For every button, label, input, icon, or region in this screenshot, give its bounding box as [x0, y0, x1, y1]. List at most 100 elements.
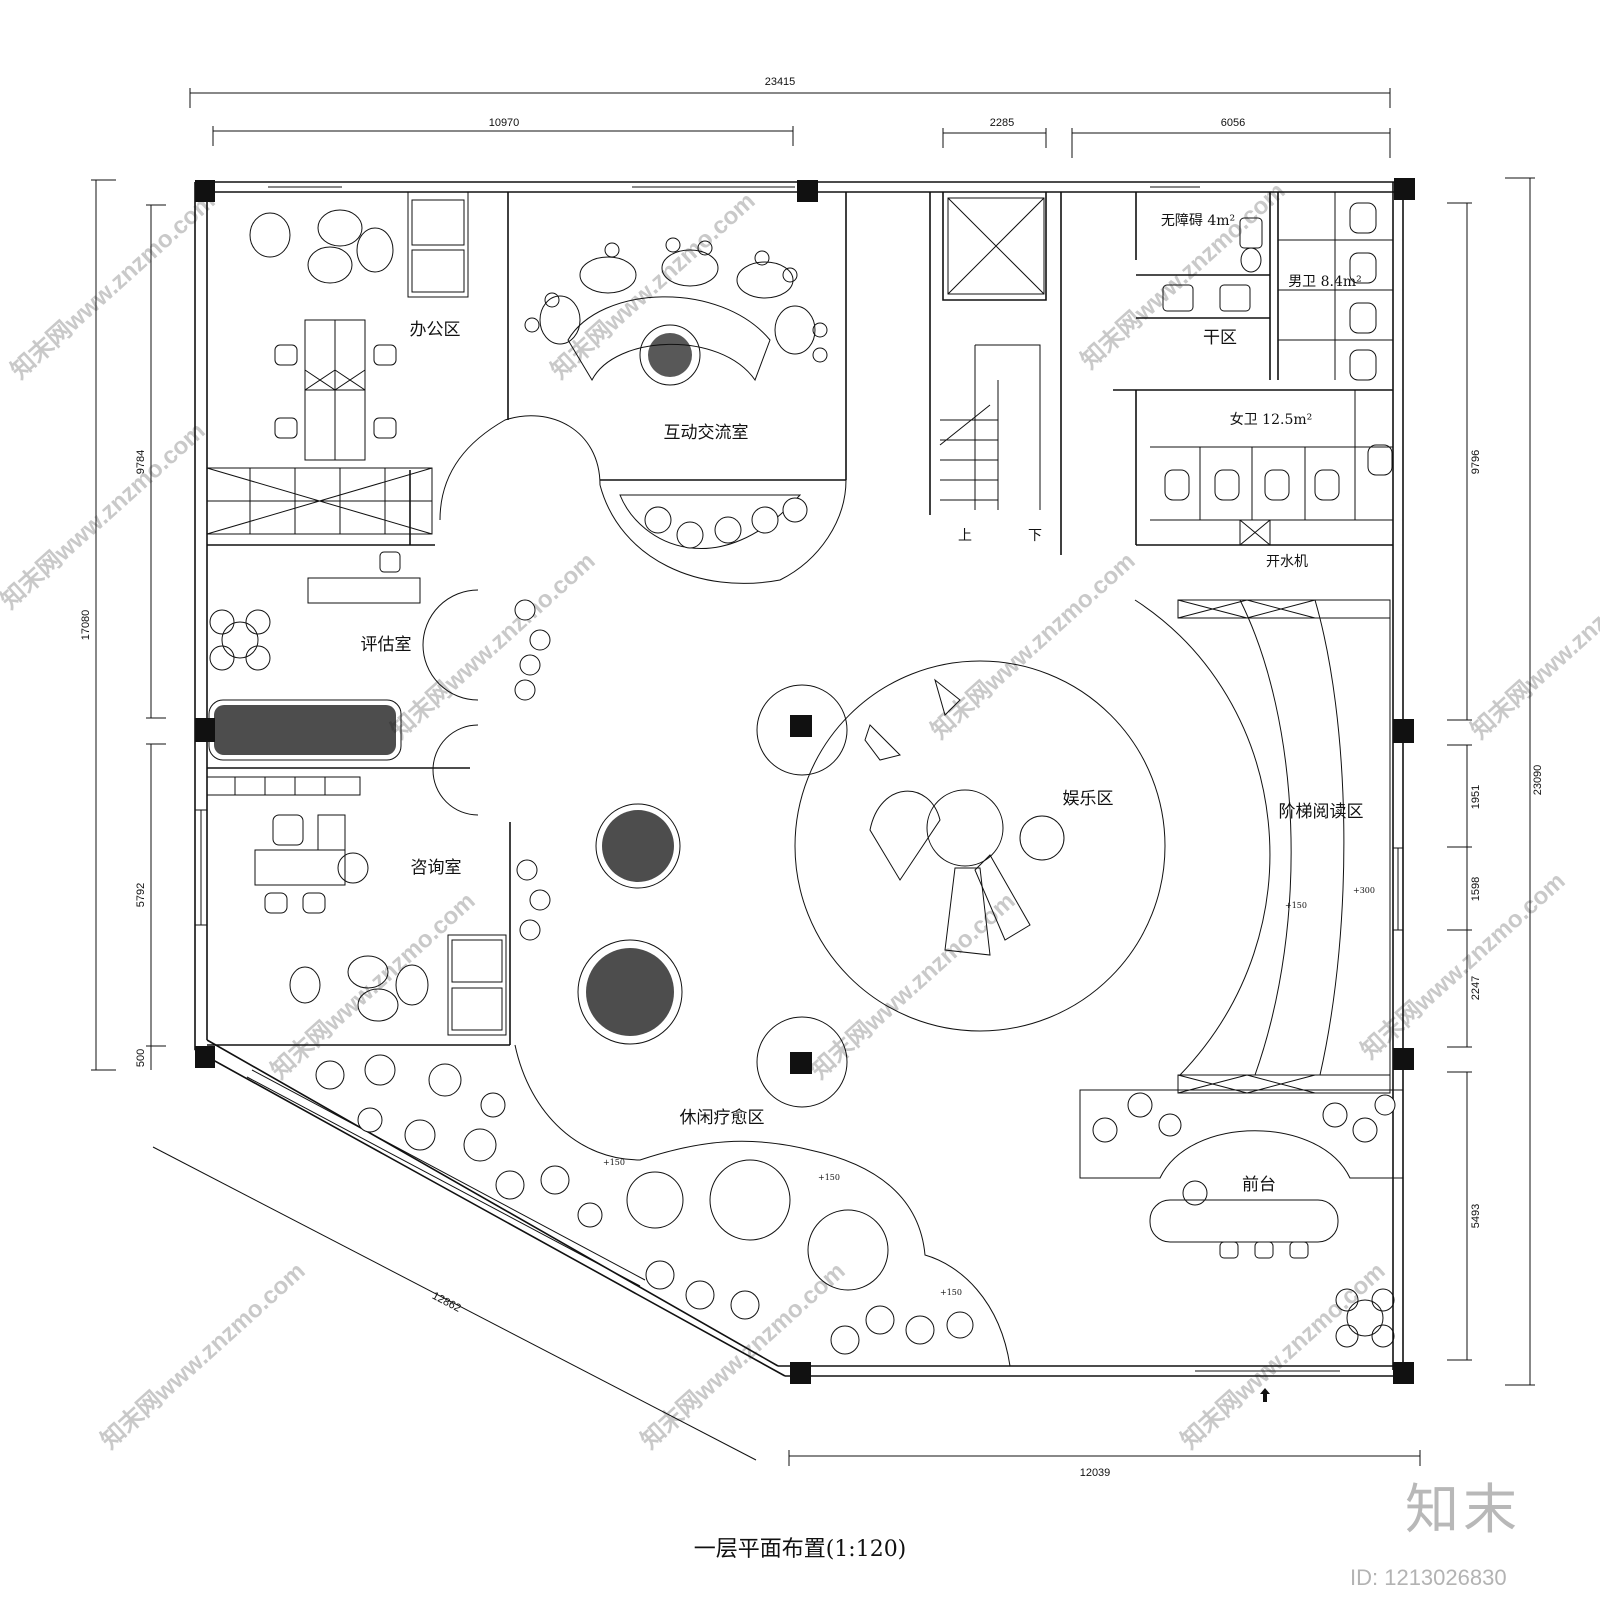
drawing-title: 一层平面布置(1:120): [693, 1537, 907, 1562]
level-mark: +300: [1353, 886, 1375, 895]
watermark-text: 知末网www.znzmo.com: [1466, 547, 1600, 744]
brand-mark: 知末: [1405, 1478, 1521, 1541]
room-label-womens-wc: 女卫 12.5m²: [1230, 411, 1313, 428]
stair-down-label: 下: [1028, 528, 1042, 544]
watermark-text: 知末网www.znzmo.com: [926, 547, 1141, 744]
toilet-icon: [1349, 202, 1377, 234]
chair-icon: [272, 814, 304, 846]
room-label-interaction: 互动交流室: [664, 423, 749, 443]
watermark-text: 知末网www.znzmo.com: [0, 417, 211, 614]
watermark-text: 知末网www.znzmo.com: [386, 547, 601, 744]
room-label-office: 办公区: [410, 320, 461, 340]
entrance-arrow-icon: [1260, 1388, 1270, 1402]
dim-bottom-right: 12039: [1080, 1467, 1111, 1479]
dimension-labels: 23415 10970 2285 6056 17080 9784 5792 50…: [80, 76, 1544, 1479]
chair-icon: [289, 966, 321, 1004]
chair-icon: [274, 417, 298, 439]
room-label-consultation: 咨询室: [411, 858, 462, 878]
chair-icon: [1289, 1241, 1309, 1259]
restroom-fixtures: [1162, 202, 1393, 546]
chair-icon: [209, 645, 235, 671]
planting: [315, 497, 1396, 1355]
column: [195, 718, 215, 742]
dim-top-right: 6056: [1221, 117, 1245, 129]
toilet-icon: [1349, 252, 1377, 284]
entertainment-zone: [577, 660, 1166, 1108]
toilet-icon: [1164, 469, 1190, 501]
column: [195, 1046, 215, 1068]
chair-icon: [379, 551, 401, 573]
sofa-icon: [451, 987, 503, 1031]
stair-reading-area: [1134, 599, 1391, 1094]
level-mark: +150: [603, 1158, 625, 1167]
room-label-evaluation: 评估室: [361, 635, 412, 655]
dim-right-a: 1951: [1470, 785, 1482, 809]
level-mark: +150: [940, 1288, 962, 1297]
room-label-mens-wc: 男卫 8.4m²: [1288, 274, 1362, 290]
chair-icon: [245, 645, 271, 671]
room-label-accessible-wc: 无障碍 4m²: [1161, 213, 1235, 229]
office-furniture: [206, 191, 469, 535]
chair-icon: [209, 609, 235, 635]
tree-symbol-icon: [639, 324, 701, 386]
watermark-text: 知末网www.znzmo.com: [1176, 1257, 1391, 1454]
sofa-icon: [451, 939, 503, 983]
interior-walls: [207, 192, 1393, 1367]
dim-left-upper: 9784: [135, 450, 147, 474]
level-mark: +150: [1285, 901, 1307, 910]
sink-icon: [1219, 284, 1251, 312]
chair-icon: [249, 212, 291, 258]
sofa-icon: [411, 199, 465, 246]
watermark-text: 知末网www.znzmo.com: [1356, 867, 1571, 1064]
room-label-stair-reading: 阶梯阅读区: [1279, 802, 1364, 822]
column: [195, 180, 215, 202]
dim-left-lower: 5792: [135, 883, 147, 907]
room-label-leisure: 休闲疗愈区: [680, 1108, 765, 1128]
exterior-walls: [194, 178, 1415, 1384]
chair-icon: [373, 417, 397, 439]
tree-symbol-icon: [315, 1060, 345, 1090]
evaluation-consultation-furniture: [206, 551, 507, 1036]
chair-icon: [1371, 1288, 1395, 1312]
column: [1393, 1362, 1414, 1384]
toilet-icon: [1349, 302, 1377, 334]
dim-right-lower: 5493: [1470, 1204, 1482, 1228]
dim-left-small: 500: [135, 1049, 147, 1067]
column: [1394, 178, 1415, 200]
chair-icon: [1335, 1288, 1359, 1312]
room-label-dry-zone: 干区: [1203, 328, 1237, 348]
chair-icon: [1219, 1241, 1239, 1259]
dim-left-outer: 17080: [80, 610, 92, 641]
chair-icon: [302, 892, 326, 914]
image-id-label: ID: 1213026830: [1350, 1565, 1507, 1590]
dim-right-upper: 9796: [1470, 450, 1482, 474]
interaction-room-furniture: [524, 237, 847, 584]
tree-symbol-icon: [644, 506, 672, 534]
dim-top-left: 10970: [489, 117, 520, 129]
avatar: [1182, 1180, 1208, 1206]
dim-top-overall: 23415: [765, 76, 796, 88]
room-label-entertainment: 娱乐区: [1063, 789, 1114, 809]
sofa-icon: [411, 249, 465, 293]
dim-bottom-diagonal: 12862: [430, 1290, 463, 1315]
reception-area: [1079, 1089, 1404, 1402]
stair-up-label: 上: [958, 528, 972, 544]
column: [797, 180, 818, 202]
toilet-icon: [1214, 469, 1240, 501]
watermark-text: 知末网www.znzmo.com: [1076, 177, 1291, 374]
chair-icon: [264, 892, 288, 914]
column: [1393, 719, 1414, 743]
dim-right-outer: 23090: [1532, 765, 1544, 796]
sink-icon: [1162, 284, 1194, 312]
water-dispenser-label: 开水机: [1266, 554, 1308, 570]
column: [1393, 1048, 1414, 1070]
watermark-text: 知末网www.znzmo.com: [96, 1257, 311, 1454]
watermark-text: 知末网www.znzmo.com: [806, 887, 1021, 1084]
column: [790, 1362, 811, 1384]
chair-icon: [1371, 1324, 1395, 1348]
chair-icon: [274, 344, 298, 366]
chair-icon: [1254, 1241, 1274, 1259]
chair-icon: [373, 344, 397, 366]
dim-right-b: 1598: [1470, 877, 1482, 901]
